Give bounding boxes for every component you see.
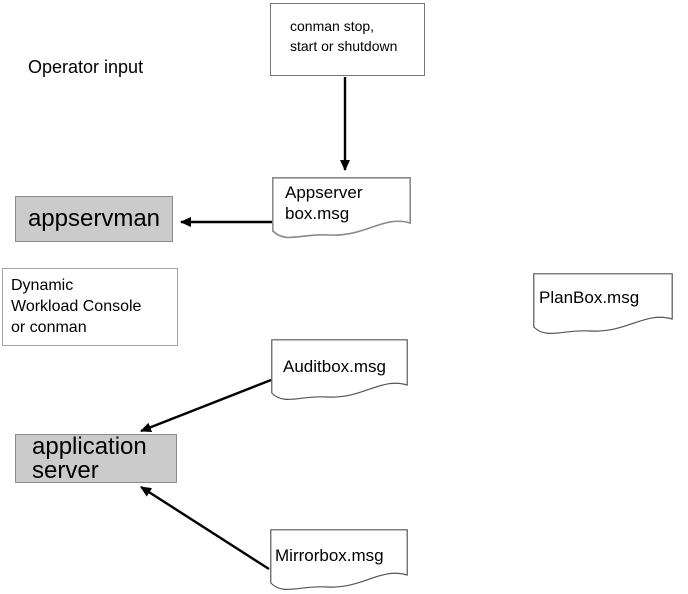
planbox-msg-document: PlanBox.msg	[533, 273, 673, 343]
application-server-box: application server	[15, 434, 177, 483]
auditbox-msg-document: Auditbox.msg	[271, 339, 408, 409]
document-shape-icon	[271, 339, 408, 400]
mirrorbox-msg-label: Mirrorbox.msg	[275, 546, 384, 565]
mirrorbox-msg-document: Mirrorbox.msg	[270, 529, 408, 594]
operator-input-label: Operator input	[28, 57, 144, 77]
appservman-label: appservman	[27, 205, 161, 232]
document-shape-icon	[270, 529, 408, 590]
auditbox-msg-label: Auditbox.msg	[283, 357, 386, 376]
dynamic-workload-console-box: Dynamic Workload Console or conman	[2, 268, 178, 346]
dynamic-workload-console-label: Dynamic Workload Console or conman	[11, 277, 142, 336]
arrow-auditbox-to-application-server-icon	[140, 378, 272, 433]
planbox-msg-label: PlanBox.msg	[539, 288, 640, 307]
appserver-box-msg-label: Appserver box.msg	[285, 183, 363, 223]
conman-command-box: conman stop, start or shutdown	[270, 3, 425, 76]
arrow-mirrorbox-to-application-server-icon	[140, 485, 270, 571]
appservman-box: appservman	[15, 196, 173, 242]
application-server-label: application server	[32, 432, 147, 484]
appserver-box-msg-document: Appserver box.msg	[272, 177, 411, 247]
document-shape-icon	[272, 177, 411, 239]
document-shape-icon	[533, 273, 673, 334]
conman-command-label: conman stop, start or shutdown	[290, 18, 398, 54]
